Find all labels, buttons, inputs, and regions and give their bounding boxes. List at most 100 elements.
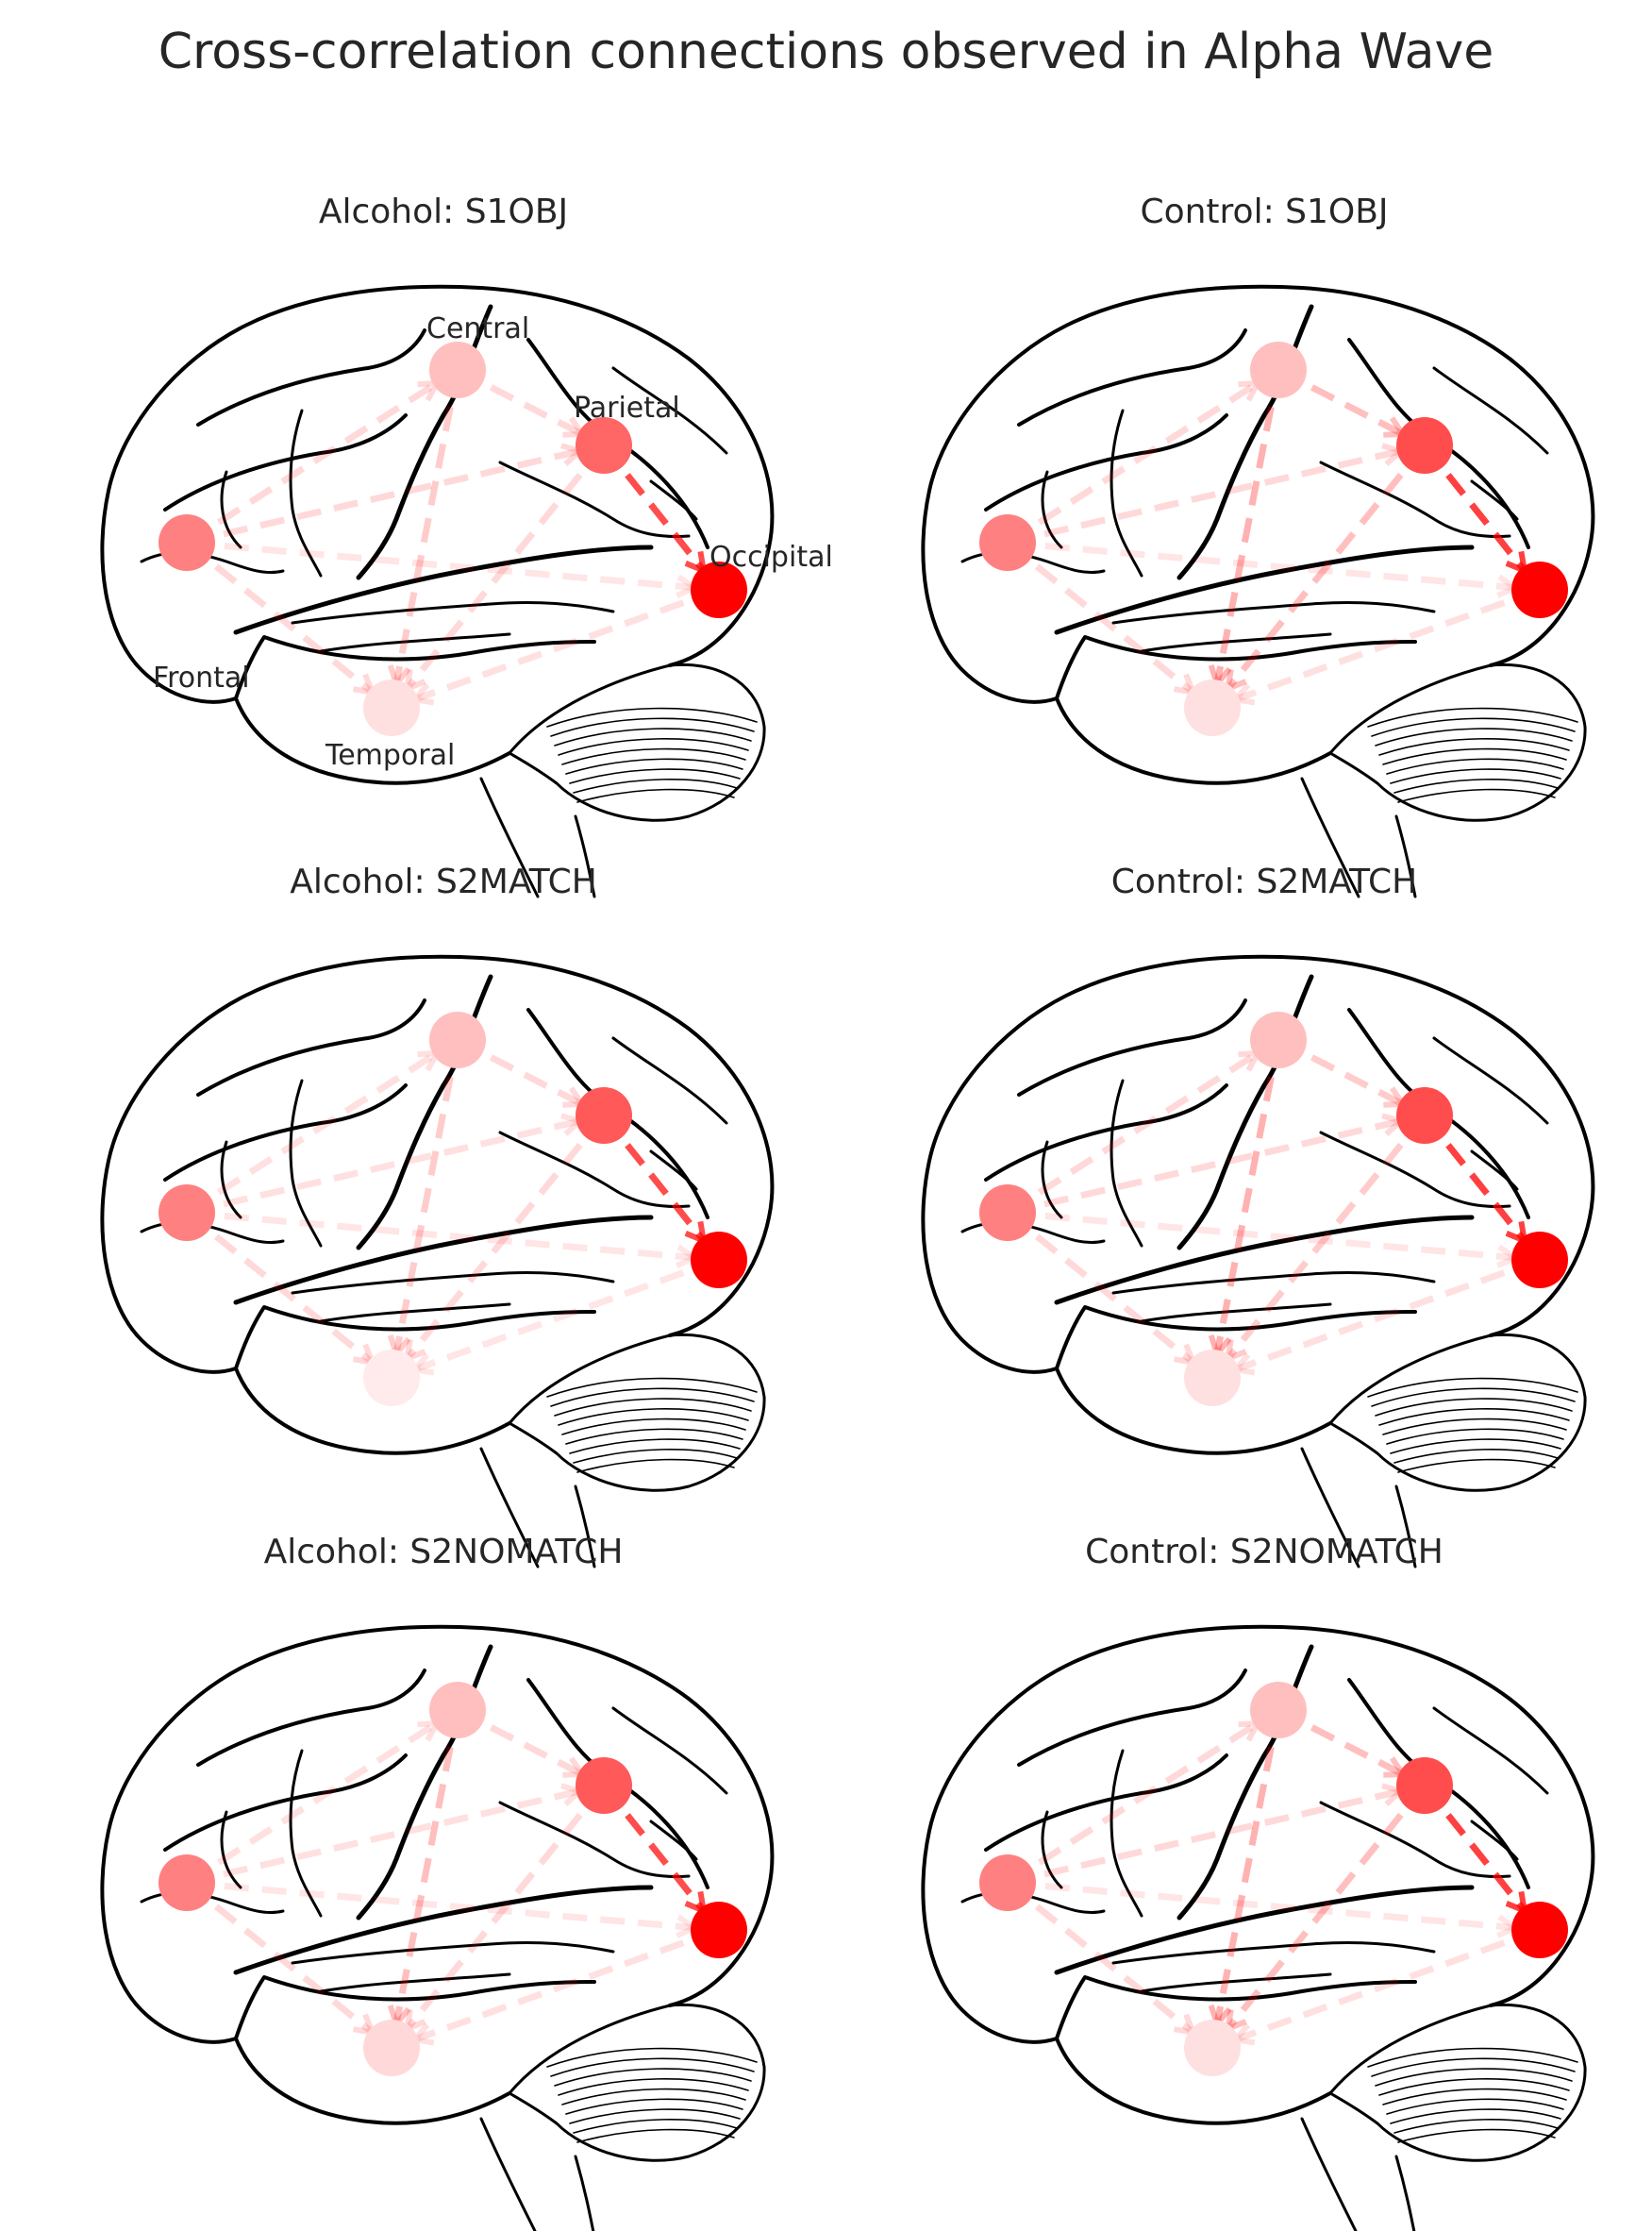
connection-parietal-occipital: [601, 1783, 722, 1933]
connection-central-temporal: [388, 369, 461, 709]
node-parietal: [576, 417, 632, 474]
connection-central-temporal: [388, 1709, 461, 2049]
connection-central-temporal: [1209, 369, 1282, 709]
node-parietal: [1396, 1087, 1453, 1144]
brain-outline: [921, 1624, 1595, 2231]
connection-frontal-central: [185, 1707, 459, 1886]
connection-frontal-central: [1006, 1037, 1280, 1216]
node-temporal: [363, 679, 420, 736]
connection-frontal-temporal: [184, 1210, 394, 1381]
connection-frontal-parietal: [186, 442, 605, 546]
label-temporal: Temporal: [325, 739, 455, 772]
connection-parietal-temporal: [389, 1783, 607, 2051]
connection-frontal-central: [1006, 367, 1280, 545]
connection-arrowhead: [352, 673, 377, 696]
connection-frontal-temporal: [1005, 1210, 1215, 1381]
connection-arrowhead: [352, 1343, 377, 1367]
node-occipital: [1511, 562, 1568, 618]
connection-frontal-occipital: [1007, 539, 1541, 594]
node-central: [429, 342, 486, 398]
connection-arrowhead: [1173, 2013, 1198, 2037]
node-temporal: [363, 2020, 420, 2076]
node-central: [429, 1682, 486, 1738]
connection-frontal-temporal: [1005, 1880, 1215, 2051]
connection-parietal-temporal: [1210, 443, 1427, 711]
connection-central-temporal: [1209, 1709, 1282, 2049]
connection-parietal-occipital: [1422, 1783, 1543, 1933]
node-frontal: [159, 1854, 215, 1911]
connection-arrowhead: [1505, 550, 1528, 576]
region-nodes: [159, 1012, 747, 1406]
connection-occipital-temporal: [390, 1256, 721, 1382]
region-nodes: [979, 1682, 1568, 2076]
panel-3: Alcohol: S2MATCH: [85, 859, 802, 1568]
label-occipital: Occipital: [709, 541, 833, 574]
connection-frontal-central: [185, 1037, 459, 1216]
panel-2: Control: S1OBJ: [906, 189, 1623, 898]
connection-frontal-parietal: [1007, 1112, 1426, 1216]
panel-4: Control: S2MATCH: [906, 859, 1623, 1568]
connection-frontal-temporal: [184, 540, 394, 711]
connection-arrowhead: [684, 1890, 708, 1916]
connection-frontal-central: [1006, 1707, 1280, 1886]
connection-frontal-occipital: [1007, 1209, 1541, 1264]
connection-occipital-temporal: [1210, 586, 1542, 712]
connection-parietal-occipital: [1422, 443, 1543, 593]
node-temporal: [1184, 1350, 1241, 1406]
node-occipital: [1511, 1902, 1568, 1958]
node-central: [1250, 1682, 1307, 1738]
node-frontal: [979, 514, 1036, 571]
brain-outline: [100, 954, 775, 1568]
connection-parietal-occipital: [1422, 1113, 1543, 1263]
node-parietal: [1396, 417, 1453, 474]
label-parietal: Parietal: [574, 392, 680, 425]
panel-title: Alcohol: S1OBJ: [318, 193, 569, 231]
connection-arrowhead: [403, 2008, 426, 2034]
region-nodes: [159, 342, 747, 736]
panel-6: Control: S2NOMATCH: [906, 1529, 1623, 2231]
connections: [184, 1036, 722, 1382]
node-frontal: [979, 1184, 1036, 1241]
node-central: [1250, 1012, 1307, 1068]
connection-frontal-central: [185, 367, 459, 545]
connection-parietal-temporal: [1210, 1783, 1427, 2051]
connection-parietal-temporal: [389, 443, 607, 711]
connection-arrowhead: [684, 550, 708, 576]
connection-arrowhead: [352, 2013, 377, 2037]
node-central: [429, 1012, 486, 1068]
connection-arrowhead: [1224, 1338, 1247, 1364]
brain-diagram: [100, 954, 775, 1568]
connection-occipital-temporal: [390, 586, 721, 712]
connection-arrowhead: [1505, 1220, 1528, 1246]
node-occipital: [691, 562, 747, 618]
node-frontal: [979, 1854, 1036, 1911]
connection-occipital-temporal: [1210, 1256, 1542, 1382]
connection-frontal-parietal: [1007, 442, 1426, 546]
label-central: Central: [426, 312, 529, 345]
brain-diagram: [921, 1624, 1595, 2231]
connection-occipital-temporal: [390, 1926, 721, 2052]
node-occipital: [691, 1902, 747, 1958]
node-parietal: [576, 1087, 632, 1144]
connection-arrowhead: [1505, 1890, 1528, 1916]
connection-frontal-occipital: [186, 539, 720, 594]
figure-title: Cross-correlation connections observed i…: [158, 24, 1494, 80]
panel-5: Alcohol: S2NOMATCH: [85, 1529, 802, 2231]
connection-frontal-occipital: [186, 1209, 720, 1264]
label-frontal: Frontal: [153, 662, 250, 695]
brain-diagram: [921, 284, 1595, 898]
node-temporal: [363, 1350, 420, 1406]
connection-central-temporal: [388, 1039, 461, 1379]
connection-frontal-occipital: [186, 1879, 720, 1934]
connection-arrowhead: [1173, 1343, 1198, 1367]
connection-parietal-temporal: [389, 1113, 607, 1381]
node-central: [1250, 342, 1307, 398]
connection-frontal-temporal: [184, 1880, 394, 2051]
node-occipital: [691, 1232, 747, 1288]
node-occipital: [1511, 1232, 1568, 1288]
region-nodes: [979, 342, 1568, 736]
region-nodes: [159, 1682, 747, 2076]
connection-central-temporal: [1209, 1039, 1282, 1379]
connection-arrowhead: [1224, 2008, 1247, 2034]
